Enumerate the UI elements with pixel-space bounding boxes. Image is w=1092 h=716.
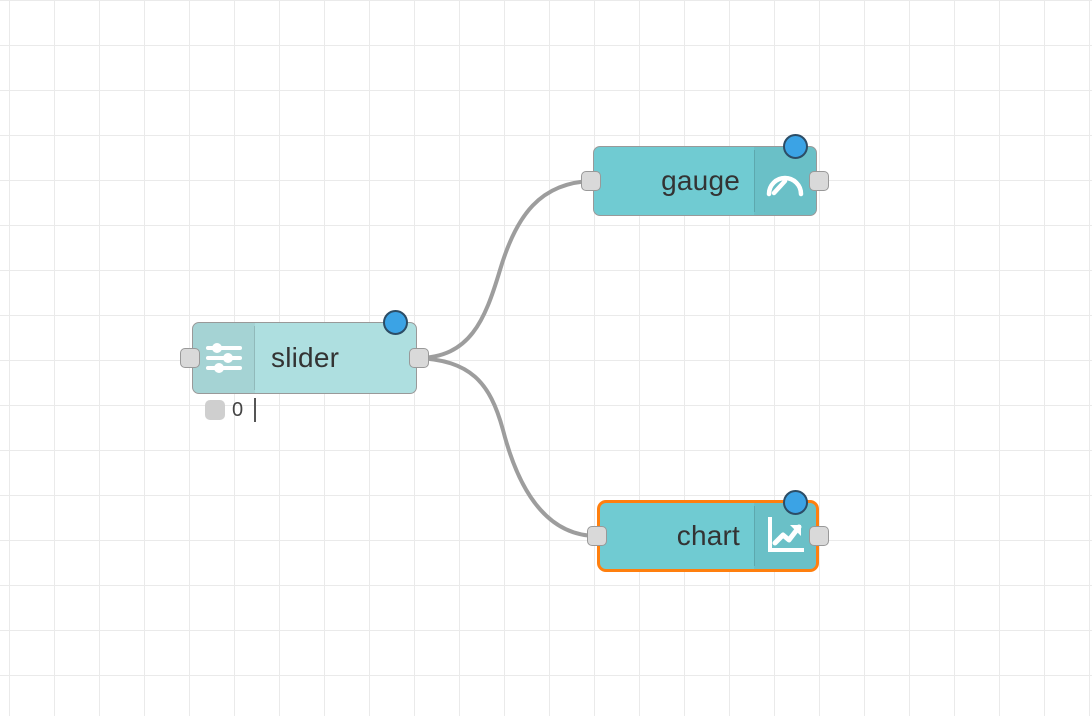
node-gauge-status-dot[interactable]	[783, 134, 808, 159]
gauge-icon	[754, 147, 816, 215]
node-gauge[interactable]: gauge	[581, 134, 829, 216]
status-swatch-icon	[205, 400, 225, 420]
node-slider-output-port[interactable]	[409, 348, 429, 368]
text-caret-icon	[254, 398, 257, 422]
node-slider[interactable]: slider	[180, 310, 429, 394]
node-chart[interactable]: chart	[587, 490, 829, 572]
wire-slider-to-chart[interactable]	[415, 356, 599, 538]
node-chart-label: chart	[676, 520, 740, 551]
node-gauge-input-port[interactable]	[581, 171, 601, 191]
node-chart-input-port[interactable]	[587, 526, 607, 546]
node-slider-status-dot[interactable]	[383, 310, 408, 335]
node-slider-status: 0	[205, 398, 257, 422]
node-chart-output-port[interactable]	[809, 526, 829, 546]
node-slider-label: slider	[271, 342, 340, 373]
node-slider-status-text: 0	[232, 398, 244, 421]
node-gauge-label: gauge	[661, 165, 740, 196]
node-chart-status-dot[interactable]	[783, 490, 808, 515]
node-slider-input-port[interactable]	[180, 348, 200, 368]
wire-slider-to-gauge[interactable]	[415, 179, 595, 360]
node-gauge-output-port[interactable]	[809, 171, 829, 191]
line-chart-icon	[754, 503, 816, 569]
sliders-icon	[193, 323, 255, 393]
